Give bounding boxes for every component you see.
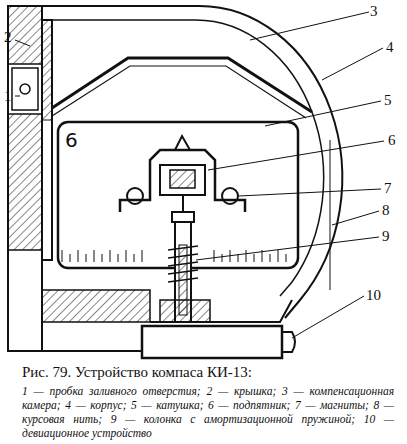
card-digit: 6	[64, 130, 79, 150]
plug-hole	[20, 84, 30, 94]
base	[150, 300, 292, 322]
cover-flange	[42, 20, 52, 260]
card-bracket	[120, 150, 245, 212]
housing-outer	[40, 6, 342, 318]
lubber-line	[330, 140, 331, 290]
part-list-item: 5 — катушка;	[131, 399, 203, 411]
part-list-item: 9 — колонка с амортизационной пружиной;	[111, 413, 355, 425]
magnet	[127, 188, 143, 204]
cover-wall	[8, 6, 42, 351]
column-socket	[160, 300, 210, 322]
callout-number: 5	[384, 93, 392, 108]
magnet	[222, 188, 238, 204]
membrane-inner	[52, 66, 306, 118]
part-list-item: 6 — подпятник;	[208, 399, 290, 411]
column-head	[172, 212, 194, 222]
base-hatch	[42, 290, 150, 322]
callout-number: 4	[386, 40, 394, 55]
caption-text: Рис. 79. Устройство компаса КИ-13:	[22, 364, 252, 380]
part-list-item: 7 — магниты;	[295, 399, 369, 411]
cover-hatch	[8, 114, 42, 250]
callout-number: 10	[366, 288, 381, 303]
part-list-item: 1 — пробка заливного отверстия;	[22, 385, 201, 397]
callout-number: 9	[382, 229, 390, 244]
figure-caption: Рис. 79. Устройство компаса КИ-13:	[22, 364, 392, 381]
part-list-item: 4 — корпус;	[65, 399, 126, 411]
deviation-device	[142, 326, 282, 358]
pivot-pin	[182, 195, 184, 212]
callout-number: 6	[388, 133, 396, 148]
callout-number: 8	[382, 203, 390, 218]
parts-list: 1 — пробка заливного отверстия; 2 — крыш…	[22, 384, 394, 440]
callout-number: 1	[4, 89, 12, 104]
callout-number: 3	[370, 4, 378, 19]
flange-hatch	[42, 20, 52, 120]
cover-hatch	[8, 6, 42, 64]
callout-number: 2	[4, 30, 12, 45]
device-knob	[282, 332, 295, 352]
leader-lines	[15, 12, 384, 338]
cap-top	[175, 136, 190, 150]
callout-number: 7	[384, 181, 392, 196]
base-bottom	[42, 350, 142, 352]
spring	[168, 246, 198, 282]
filler-plug	[12, 68, 38, 110]
jewel	[170, 170, 195, 188]
jewel-bearing	[160, 165, 205, 195]
part-list-item: 2 — крышка;	[206, 385, 276, 397]
